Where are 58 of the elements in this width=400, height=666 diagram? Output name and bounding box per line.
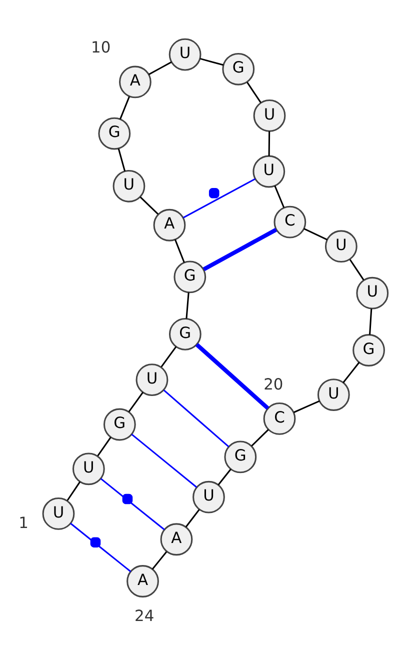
connector bbox=[97, 436, 112, 456]
connector bbox=[160, 346, 177, 368]
node-label: 20 bbox=[264, 375, 284, 394]
connector bbox=[349, 259, 364, 280]
connector bbox=[185, 509, 200, 528]
connector bbox=[202, 228, 278, 272]
connector bbox=[251, 429, 269, 446]
connector bbox=[368, 308, 372, 335]
node-circle: U bbox=[192, 480, 225, 514]
node-circle: U bbox=[42, 498, 75, 530]
node-circle: U bbox=[317, 378, 350, 411]
connector bbox=[66, 481, 81, 501]
node-circle: G bbox=[224, 440, 257, 474]
connector bbox=[148, 61, 172, 76]
node-circle: G bbox=[174, 260, 206, 294]
connector bbox=[200, 58, 224, 66]
node-circle: A bbox=[119, 66, 152, 98]
connector bbox=[119, 96, 130, 120]
node-circle: A bbox=[153, 208, 186, 242]
node-circle: U bbox=[253, 99, 286, 132]
connector bbox=[140, 196, 159, 215]
node-circle: U bbox=[72, 452, 105, 486]
connector bbox=[218, 468, 232, 486]
node-circle: U bbox=[136, 364, 168, 396]
connector bbox=[182, 178, 256, 218]
node-circle: U bbox=[168, 38, 202, 71]
connector bbox=[195, 343, 270, 410]
connector bbox=[152, 551, 168, 570]
connector bbox=[294, 400, 320, 414]
connector bbox=[100, 478, 165, 530]
node-circle: C bbox=[263, 402, 296, 435]
node-circle: A bbox=[126, 565, 159, 598]
node-circle: U bbox=[112, 170, 146, 202]
connector bbox=[70, 522, 132, 572]
node-circle: G bbox=[103, 408, 136, 441]
node-label: 24 bbox=[134, 607, 154, 626]
connector bbox=[304, 228, 328, 240]
node-circle: G bbox=[98, 117, 131, 150]
connector bbox=[246, 82, 262, 104]
node-circle: C bbox=[274, 206, 306, 238]
connector bbox=[128, 392, 144, 412]
node-circle: G bbox=[352, 334, 385, 366]
node-circle: G bbox=[168, 318, 202, 350]
connector bbox=[268, 131, 270, 156]
node-circle: A bbox=[160, 523, 193, 556]
node-label: 1 bbox=[18, 514, 28, 532]
connector bbox=[118, 148, 126, 172]
connector bbox=[163, 390, 230, 448]
node-circle: G bbox=[222, 52, 255, 86]
node-circle: U bbox=[324, 230, 358, 263]
node-circle: U bbox=[252, 155, 286, 188]
connector bbox=[342, 362, 360, 384]
node-circle: U bbox=[356, 276, 389, 310]
connector bbox=[174, 239, 185, 263]
connector bbox=[131, 434, 198, 488]
connector bbox=[186, 292, 190, 319]
connector bbox=[274, 186, 285, 208]
node-label: 10 bbox=[91, 38, 111, 57]
